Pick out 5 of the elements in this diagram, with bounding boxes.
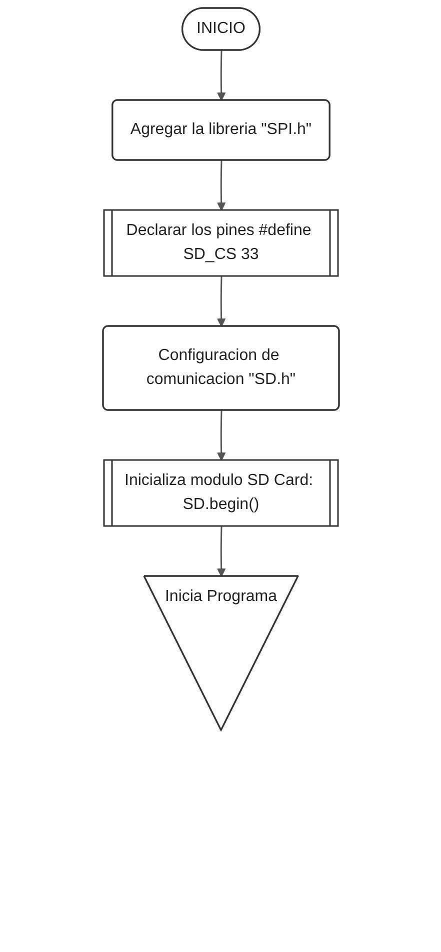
arrow <box>216 160 226 211</box>
arrow <box>216 50 226 101</box>
arrow <box>216 276 226 327</box>
arrow <box>216 526 226 577</box>
arrow <box>216 410 226 461</box>
